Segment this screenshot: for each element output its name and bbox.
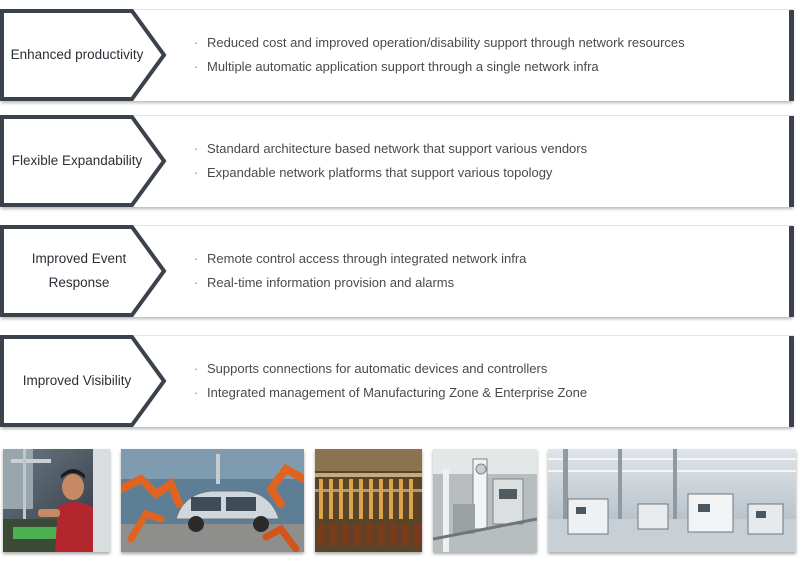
bullet-text: Supports connections for automatic devic… (207, 361, 548, 376)
list-item: · Expandable network platforms that suppo… (194, 161, 587, 185)
list-item: · Standard architecture based network tha… (194, 137, 587, 161)
bullet-icon: · (194, 141, 199, 156)
photo-factory-floor (548, 449, 796, 552)
photo-machinery (433, 449, 537, 552)
feature-badge: Enhanced productivity (0, 9, 170, 101)
feature-row-expandability: Flexible Expandability · Standard archite… (0, 115, 794, 207)
bottles-photo-icon (315, 449, 422, 552)
bullet-text: Integrated management of Manufacturing Z… (207, 385, 588, 400)
bullet-text: Standard architecture based network that… (207, 141, 588, 156)
machinery-photo-icon (433, 449, 537, 552)
feature-bullet-list: · Supports connections for automatic devi… (194, 335, 587, 427)
badge-arrow-shape (0, 225, 167, 317)
feature-bullet-list: · Standard architecture based network tha… (194, 115, 587, 207)
list-item: · Multiple automatic application support … (194, 55, 685, 79)
feature-title: Improved Event Response (31, 251, 127, 290)
car-robots-photo-icon (121, 449, 304, 552)
badge-arrow-shape (0, 9, 167, 101)
feature-badge: Flexible Expandability (0, 115, 170, 207)
list-item: · Integrated management of Manufacturing … (194, 381, 587, 405)
feature-title: Enhanced productivity (10, 47, 144, 62)
badge-arrow-shape (0, 335, 167, 427)
list-item: · Real-time information provision and ala… (194, 271, 526, 295)
badge-arrow-shape (0, 115, 167, 207)
feature-bullet-list: · Reduced cost and improved operation/dis… (194, 9, 685, 101)
list-item: · Supports connections for automatic devi… (194, 357, 587, 381)
bullet-icon: · (194, 385, 199, 400)
photo-bottles (315, 449, 422, 552)
bullet-text: Real-time information provision and alar… (207, 275, 455, 290)
bullet-icon: · (194, 275, 199, 290)
bullet-icon: · (194, 165, 199, 180)
bullet-text: Remote control access through integrated… (207, 251, 527, 266)
feature-bullet-list: · Remote control access through integrate… (194, 225, 526, 317)
bullet-icon: · (194, 251, 199, 266)
photo-strip (0, 449, 800, 553)
feature-row-visibility: Improved Visibility · Supports connection… (0, 335, 794, 427)
feature-title: Improved Visibility (22, 373, 132, 388)
bullet-icon: · (194, 59, 199, 74)
photo-worker (3, 449, 110, 552)
bullet-text: Expandable network platforms that suppor… (207, 165, 553, 180)
feature-badge: Improved Visibility (0, 335, 170, 427)
list-item: · Remote control access through integrate… (194, 247, 526, 271)
bullet-icon: · (194, 35, 199, 50)
bullet-text: Reduced cost and improved operation/disa… (207, 35, 685, 50)
worker-photo-icon (3, 449, 110, 552)
photo-car-robots (121, 449, 304, 552)
feature-title: Flexible Expandability (11, 153, 143, 168)
feature-badge: Improved Event Response (0, 225, 170, 317)
bullet-text: Multiple automatic application support t… (207, 59, 599, 74)
feature-row-productivity: Enhanced productivity · Reduced cost and … (0, 9, 794, 101)
feature-row-event-response: Improved Event Response · Remote control … (0, 225, 794, 317)
list-item: · Reduced cost and improved operation/dis… (194, 31, 685, 55)
bullet-icon: · (194, 361, 199, 376)
factory-floor-photo-icon (548, 449, 796, 552)
